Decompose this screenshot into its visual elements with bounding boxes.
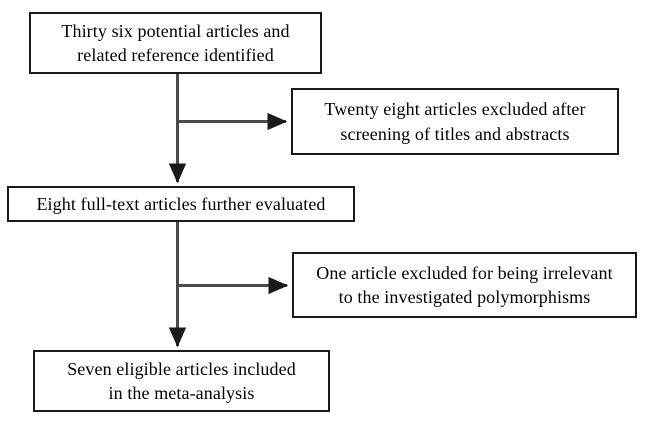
node-excluded-after-screening-line-1: Twenty eight articles excluded after xyxy=(324,99,586,120)
node-fulltext-articles-evaluated-line-1: Eight full-text articles further evaluat… xyxy=(36,193,326,214)
node-articles-identified-line-1: Thirty six potential articles and xyxy=(61,20,290,41)
node-eligible-articles-included-line-1: Seven eligible articles included xyxy=(67,358,296,379)
node-eligible-articles-included: Seven eligible articles included in the … xyxy=(33,350,330,412)
node-excluded-irrelevant-line-1: One article excluded for being irrelevan… xyxy=(316,262,613,283)
node-eligible-articles-included-line-2: in the meta-analysis xyxy=(108,383,255,403)
node-excluded-irrelevant-line-2: to the investigated polymorphisms xyxy=(338,287,591,307)
node-excluded-after-screening: Twenty eight articles excluded after scr… xyxy=(291,88,619,155)
node-articles-identified-line-2: related reference identified xyxy=(77,45,274,65)
node-excluded-after-screening-line-2: screening of titles and abstracts xyxy=(340,123,570,144)
node-excluded-irrelevant: One article excluded for being irrelevan… xyxy=(292,252,637,318)
node-articles-identified: Thirty six potential articles and relate… xyxy=(29,12,322,74)
node-fulltext-articles-evaluated: Eight full-text articles further evaluat… xyxy=(7,186,355,222)
